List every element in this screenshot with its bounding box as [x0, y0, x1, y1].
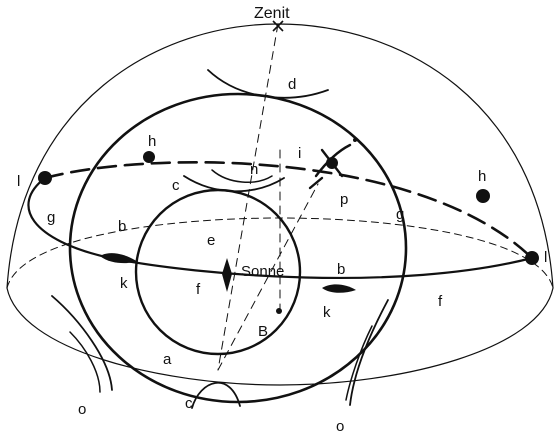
label-o-left: o	[78, 401, 86, 418]
label-d: d	[288, 76, 296, 93]
arc-infralateral-right-2	[345, 325, 373, 401]
label-l-right: l	[544, 249, 547, 266]
label-p: p	[340, 191, 348, 208]
marker-k-left	[100, 253, 138, 264]
sun-diamond	[222, 258, 232, 292]
dot-h-right	[476, 189, 490, 203]
diagonal-dashed-line	[217, 183, 319, 371]
parhelic-circle-back	[43, 160, 534, 260]
label-f-outer: f	[438, 293, 443, 310]
label-c-lower: c	[185, 395, 193, 412]
label-o-right: o	[336, 418, 344, 435]
label-b-point: B	[258, 323, 268, 340]
label-g-left: g	[47, 209, 55, 226]
arc-upper-tangent-2	[211, 169, 273, 183]
zenith-marker	[272, 20, 284, 32]
dot-l-right	[525, 251, 539, 265]
point-b	[276, 308, 282, 314]
marker-k-right	[322, 284, 356, 293]
horizon-front	[6, 287, 554, 386]
label-a: a	[163, 351, 172, 368]
label-l-left: l	[17, 173, 20, 190]
label-n: n	[250, 161, 258, 178]
label-c-upper: c	[172, 177, 180, 194]
dot-l-left	[38, 171, 52, 185]
dot-h-left	[143, 151, 155, 163]
arc-p-cross-1	[314, 143, 352, 178]
dot-p	[326, 157, 338, 169]
zenith-sun-line	[217, 23, 279, 371]
arc-infralateral-right	[349, 299, 389, 406]
arc-d	[207, 69, 329, 99]
label-g-right: g	[396, 206, 404, 223]
dot-small-p	[353, 138, 357, 142]
arc-infralateral-left	[51, 295, 113, 391]
label-b-left: b	[118, 218, 126, 235]
arc-infralateral-left-2	[69, 331, 101, 393]
label-zenit: Zenit	[254, 5, 290, 22]
label-k-left: k	[120, 275, 128, 292]
label-sonne: Sonne	[241, 263, 284, 280]
label-e: e	[207, 232, 215, 249]
arc-upper-tangent	[183, 175, 285, 193]
label-h-right: h	[478, 168, 486, 185]
label-h-left: h	[148, 133, 156, 150]
parhelic-circle-front	[27, 176, 534, 280]
arc-p-tick	[308, 176, 324, 190]
label-k-right: k	[323, 304, 331, 321]
label-i: i	[298, 145, 301, 162]
arc-lower-tangent	[191, 382, 241, 409]
label-f-inner: f	[196, 281, 201, 298]
label-b-right: b	[337, 261, 345, 278]
